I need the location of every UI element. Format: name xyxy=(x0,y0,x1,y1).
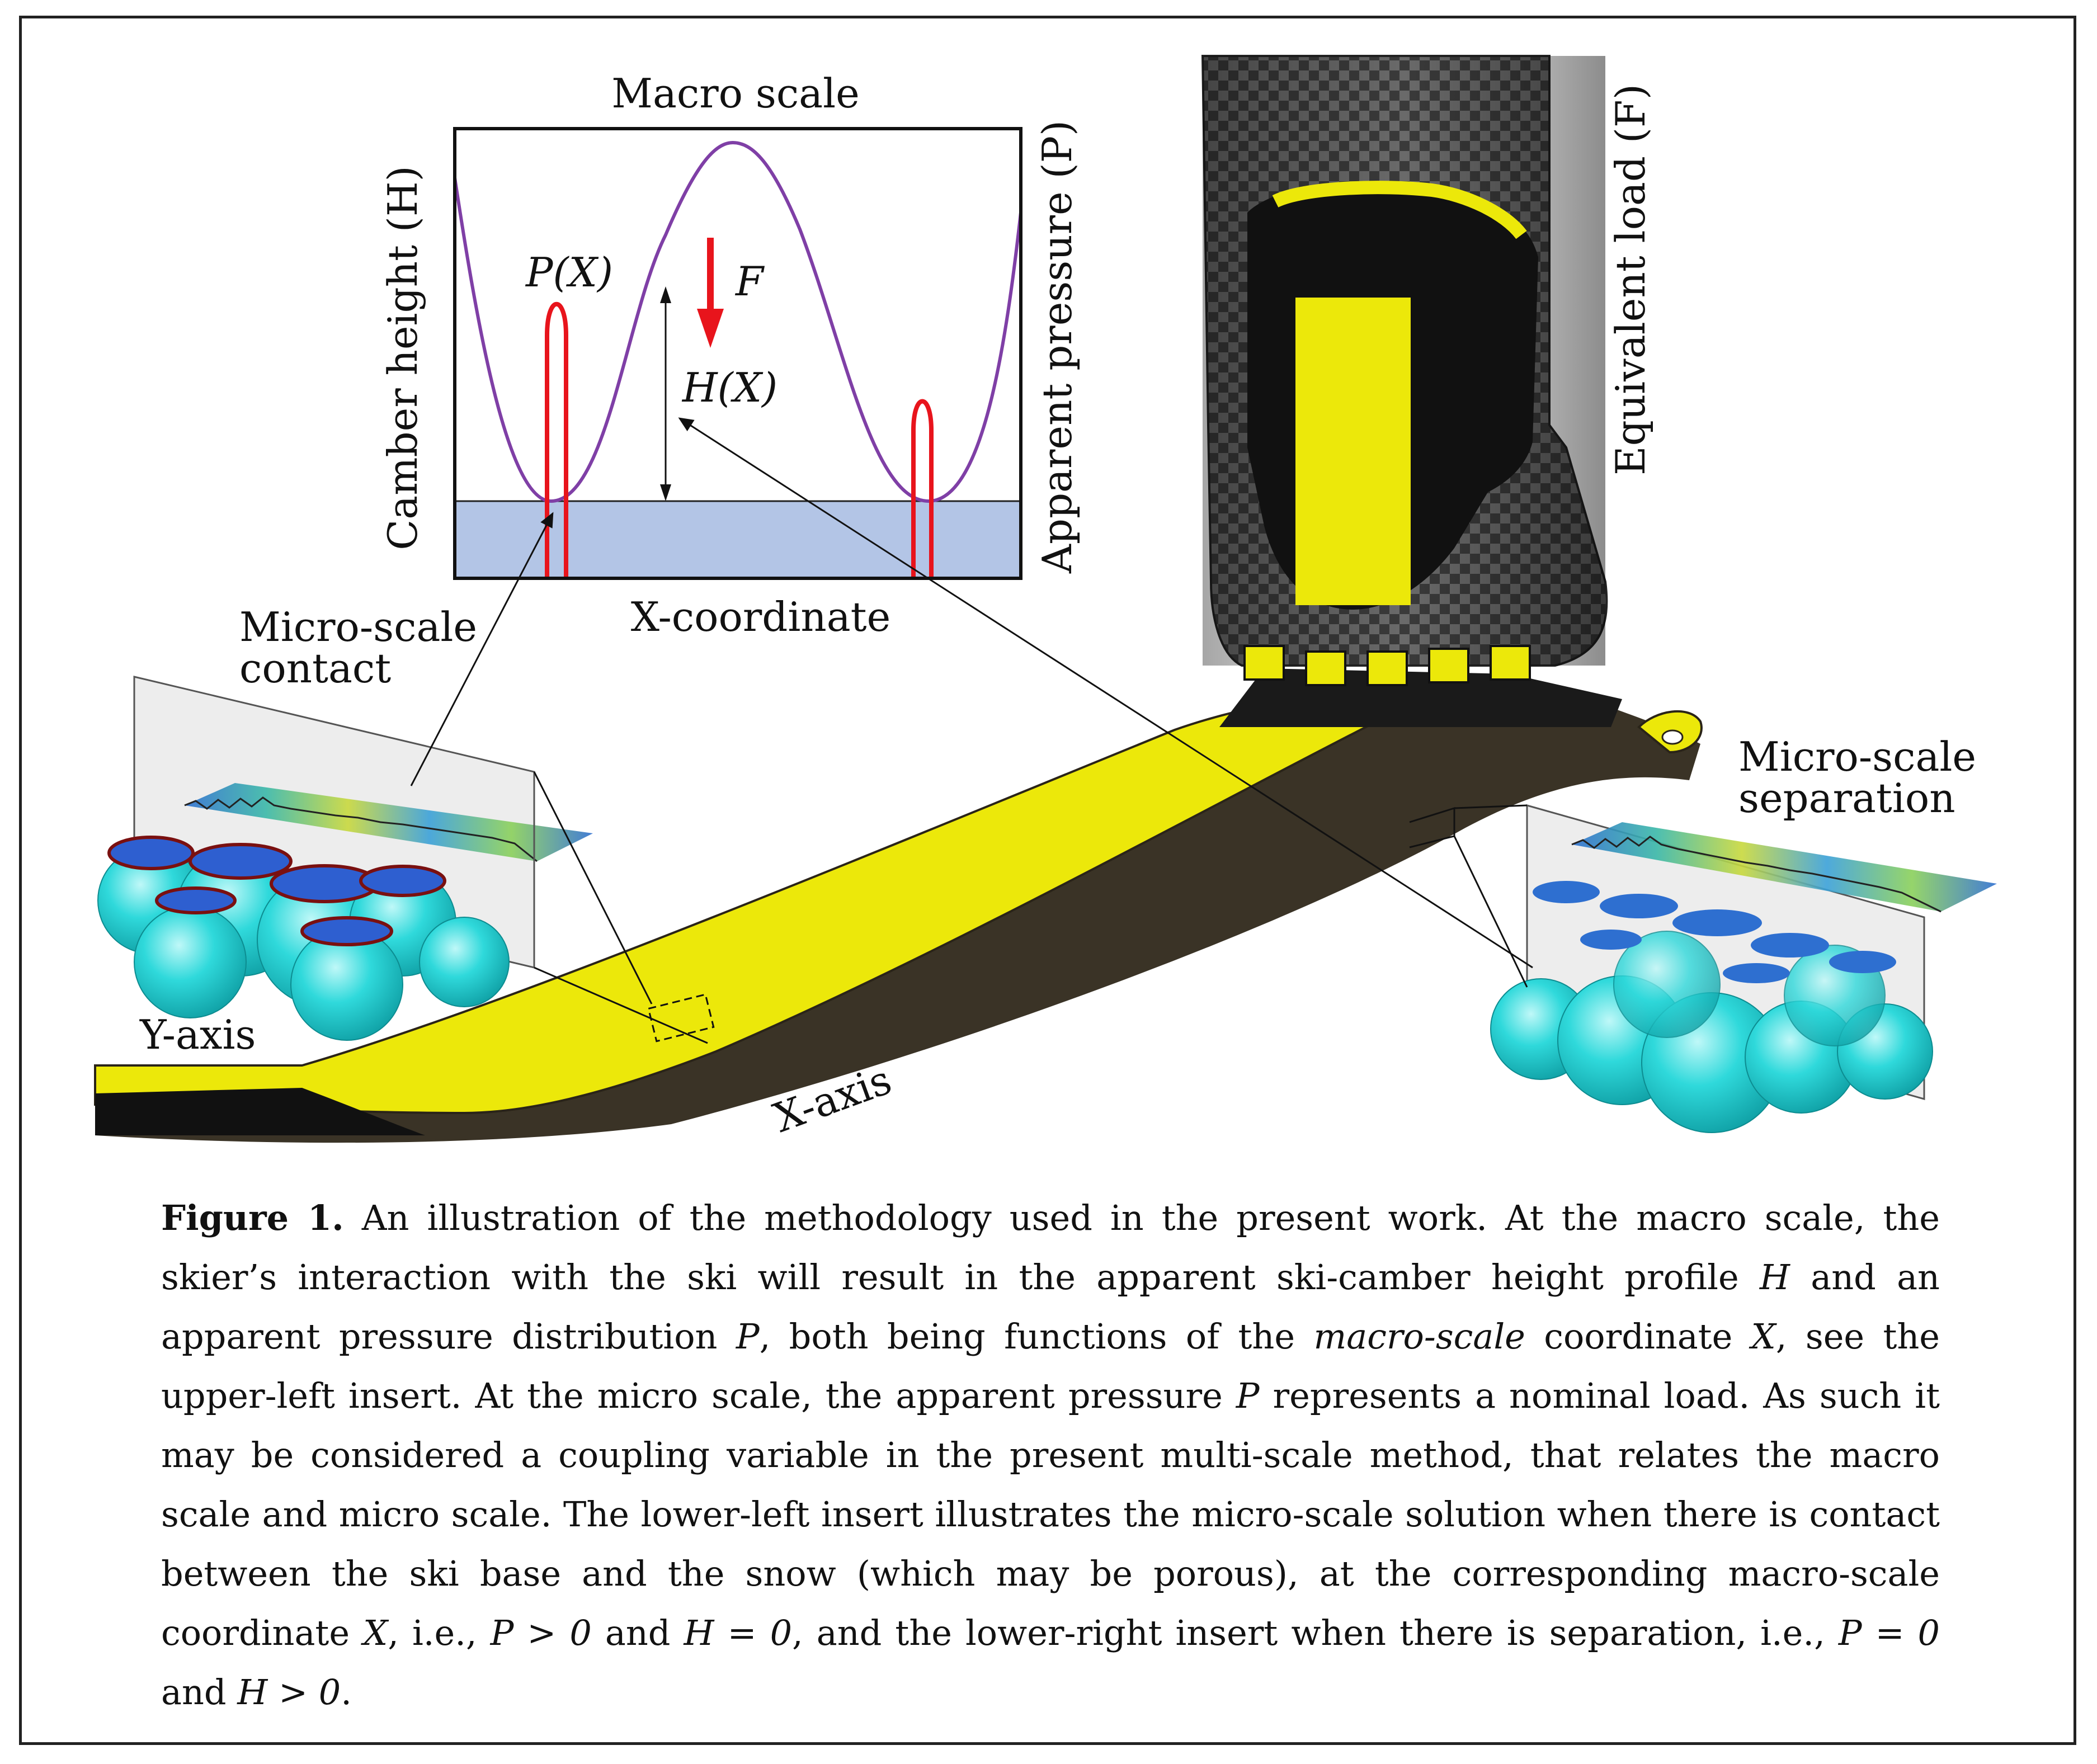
pressure-function-label: P(X) xyxy=(525,249,613,296)
separation-patches xyxy=(1533,881,1896,983)
connector-contact-to-plot xyxy=(410,512,554,786)
caption-condition-1: P > 0 xyxy=(490,1612,592,1653)
caption-emphasis: macro-scale xyxy=(1313,1316,1525,1357)
micro-contact-line2: contact xyxy=(239,645,391,692)
caption-condition-3: P = 0 xyxy=(1838,1612,1940,1653)
caption-symbol-p: P xyxy=(736,1316,760,1357)
micro-separation-title: Micro-scale separation xyxy=(1738,733,1989,822)
separation-marker xyxy=(1409,806,1455,848)
contact-ice-spheres xyxy=(97,847,510,1041)
boot-lugs xyxy=(1243,645,1531,686)
caption-part-4: coordinate xyxy=(1525,1316,1751,1357)
force-arrow xyxy=(697,238,724,348)
camber-curve xyxy=(453,140,1022,503)
connector-separation-to-plot xyxy=(678,417,1533,969)
caption-condition-4: H > 0 xyxy=(237,1672,341,1713)
pressure-peak-left xyxy=(545,301,568,578)
caption-part-6: represents a nominal load. As such it ma… xyxy=(161,1375,1940,1653)
macro-scale-title: Macro scale xyxy=(611,70,859,117)
contact-patches xyxy=(107,836,446,946)
ski-tail-hole xyxy=(1661,729,1684,745)
caption-symbol-p2: P xyxy=(1236,1375,1260,1416)
connector-lines xyxy=(410,417,1533,1044)
figure-caption: Figure 1. An illustration of the methodo… xyxy=(161,1188,1940,1722)
connector-marker-lower xyxy=(1453,836,1528,988)
pressure-peak-right xyxy=(911,399,934,578)
plot-border xyxy=(453,127,1022,580)
caption-symbol-h: H xyxy=(1759,1257,1790,1298)
height-dimension-arrow xyxy=(660,286,671,501)
micro-contact-insert: Micro-scale contact xyxy=(97,603,593,1041)
boot-opening-rim xyxy=(1272,181,1527,239)
macro-scale-plot: Macro scale Camber height (H) Apparent p… xyxy=(379,70,1081,640)
caption-part-8: and xyxy=(591,1612,684,1653)
caption-condition-2: H = 0 xyxy=(684,1612,793,1653)
y-axis-label: Y-axis xyxy=(139,1011,256,1058)
contact-rough-edge xyxy=(184,796,538,862)
micro-contact-line1: Micro-scale xyxy=(239,603,477,650)
caption-symbol-x: X xyxy=(1751,1316,1776,1357)
caption-part-5: , see the upper-left insert. At the micr… xyxy=(161,1316,1940,1416)
connector-box-upper xyxy=(533,771,653,1004)
height-function-label: H(X) xyxy=(681,364,777,411)
x-coordinate-label: X-coordinate xyxy=(631,593,890,640)
contact-marker-box xyxy=(647,993,715,1043)
figure-frame xyxy=(19,16,2076,1745)
caption-part-9: , and the lower-right insert when there … xyxy=(792,1612,1839,1653)
ski-boot: Equivalent load (F) xyxy=(1201,55,1654,727)
camber-height-label: Camber height (H) xyxy=(379,166,426,550)
equivalent-load-label: Equivalent load (F) xyxy=(1607,84,1654,475)
ski-tip-black xyxy=(95,1088,425,1135)
connector-box-lower xyxy=(534,966,708,1044)
caption-part-11: . xyxy=(341,1672,352,1713)
separation-ice-spheres xyxy=(1490,931,1933,1133)
caption-part-7: , i.e., xyxy=(388,1612,491,1653)
micro-separation-line2: separation xyxy=(1738,775,1955,822)
caption-part-3: , both being functions of the xyxy=(759,1316,1314,1357)
ski-yellow-top xyxy=(94,690,1436,1115)
caption-part-1: An illustration of the methodology used … xyxy=(161,1197,1940,1298)
separation-rough-edge xyxy=(1571,836,1942,913)
caption-symbol-x2: X xyxy=(363,1612,388,1653)
caption-figure-label: Figure 1. xyxy=(161,1197,344,1238)
connector-marker-upper xyxy=(1454,804,1528,809)
caption-part-10: and xyxy=(161,1672,238,1713)
micro-separation-line1: Micro-scale xyxy=(1738,733,1976,780)
boot-yellow-liner xyxy=(1295,298,1411,605)
methodology-illustration: Macro scale Camber height (H) Apparent p… xyxy=(94,55,1997,1143)
force-label: F xyxy=(734,258,765,305)
y-axis-label-text: Y-axis xyxy=(139,1011,256,1058)
caption-part-2: and an apparent pressure distribution xyxy=(161,1257,1940,1357)
ski: Y-axis X-axis xyxy=(94,690,1703,1143)
micro-contact-title: Micro-scale contact xyxy=(239,603,490,692)
micro-separation-insert: Micro-scale separation xyxy=(1490,733,1997,1133)
apparent-pressure-label: Apparent pressure (P) xyxy=(1034,120,1081,574)
